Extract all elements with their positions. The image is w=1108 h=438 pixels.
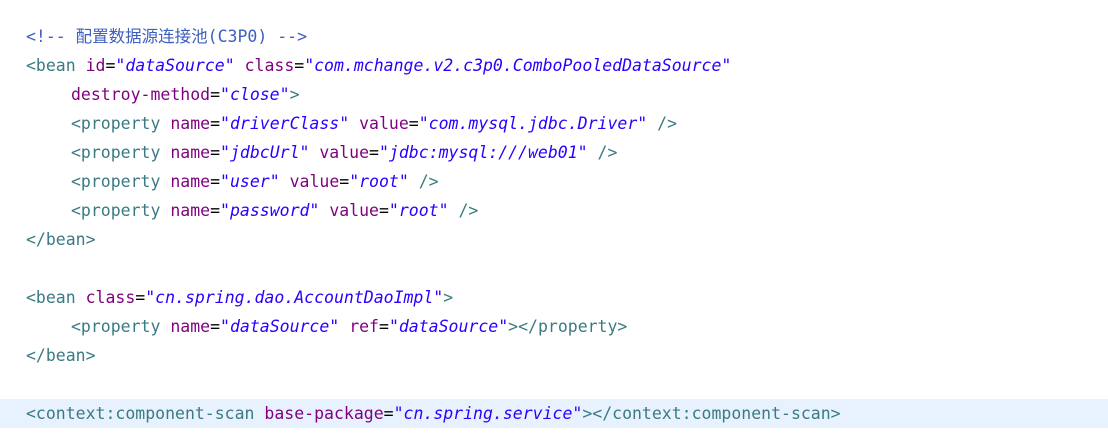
tag-close: /> — [418, 172, 439, 191]
tag-open: <property — [71, 201, 161, 220]
equals-sign: = — [408, 114, 419, 133]
code-line-13[interactable] — [0, 370, 1108, 399]
code-line-8[interactable]: </bean> — [0, 225, 1108, 254]
attr-name: name — [170, 143, 211, 162]
attr-value: "jdbc:mysql:///web01" — [378, 143, 588, 162]
attr-name: name — [170, 201, 211, 220]
code-line-14-current[interactable]: <context:component-scan base-package="cn… — [0, 399, 1108, 428]
attr-name: class — [85, 288, 136, 307]
attr-name: value — [329, 201, 379, 220]
code-line-6[interactable]: <property name="user" value="root" /> — [0, 167, 1108, 196]
equals-sign: = — [210, 143, 221, 162]
attr-value: "password" — [220, 201, 320, 220]
attr-value: "user" — [220, 172, 280, 191]
equals-sign: = — [210, 172, 221, 191]
attr-value: "jdbcUrl" — [220, 143, 310, 162]
attr-name: base-package — [264, 404, 384, 423]
equals-sign: = — [105, 56, 116, 75]
code-line-11[interactable]: <property name="dataSource" ref="dataSou… — [0, 312, 1108, 341]
equals-sign: = — [210, 317, 221, 336]
code-line-9[interactable] — [0, 254, 1108, 283]
code-area[interactable]: <!-- 配置数据源连接池(C3P0) --> <bean id="dataSo… — [0, 22, 1108, 428]
attr-value: "dataSource" — [388, 317, 509, 336]
code-line-4[interactable]: <property name="driverClass" value="com.… — [0, 109, 1108, 138]
attr-value: "com.mchange.v2.c3p0.ComboPooledDataSour… — [304, 56, 732, 75]
tag-close: > — [289, 85, 300, 104]
tag-close: ></property> — [508, 317, 628, 336]
xml-comment: <!-- 配置数据源连接池(C3P0) --> — [26, 27, 308, 46]
equals-sign: = — [339, 172, 350, 191]
equals-sign: = — [135, 288, 146, 307]
tag-open: <property — [71, 317, 161, 336]
attr-value: "root" — [349, 172, 409, 191]
attr-value: "dataSource" — [115, 56, 235, 75]
tag-open: <bean — [26, 56, 76, 75]
tag-close: /> — [597, 143, 618, 162]
tag-open: <context:component-scan — [26, 404, 255, 423]
code-line-12[interactable]: </bean> — [0, 341, 1108, 370]
tag-open: <property — [71, 143, 161, 162]
tag-open: <bean — [26, 288, 76, 307]
equals-sign: = — [210, 114, 221, 133]
code-line-2[interactable]: <bean id="dataSource" class="com.mchange… — [0, 51, 1108, 80]
tag-end: </bean> — [26, 346, 96, 365]
attr-name: id — [85, 56, 106, 75]
equals-sign: = — [294, 56, 305, 75]
attr-value: "com.mysql.jdbc.Driver" — [418, 114, 648, 133]
equals-sign: = — [369, 143, 379, 162]
code-line-5[interactable]: <property name="jdbcUrl" value="jdbc:mys… — [0, 138, 1108, 167]
equals-sign: = — [383, 404, 394, 423]
attr-value: "cn.spring.service" — [393, 404, 583, 423]
tag-close: /> — [458, 201, 479, 220]
tag-open: <property — [71, 172, 161, 191]
attr-name: name — [170, 317, 211, 336]
tag-open: <property — [71, 114, 161, 133]
attr-name: name — [170, 114, 211, 133]
code-line-3[interactable]: destroy-method="close"> — [0, 80, 1108, 109]
equals-sign: = — [210, 201, 221, 220]
code-line-1[interactable]: <!-- 配置数据源连接池(C3P0) --> — [0, 22, 1108, 51]
equals-sign: = — [379, 317, 389, 336]
attr-name: value — [319, 143, 370, 162]
attr-name: name — [170, 172, 211, 191]
attr-value: "close" — [220, 85, 290, 104]
equals-sign: = — [210, 85, 221, 104]
attr-value: "cn.spring.dao.AccountDaoImpl" — [145, 288, 444, 307]
attr-name: ref — [349, 317, 379, 336]
code-line-10[interactable]: <bean class="cn.spring.dao.AccountDaoImp… — [0, 283, 1108, 312]
equals-sign: = — [378, 201, 389, 220]
attr-name: destroy-method — [71, 85, 211, 104]
attr-name: class — [244, 56, 295, 75]
attr-value: "driverClass" — [220, 114, 350, 133]
attr-name: value — [359, 114, 409, 133]
tag-close: ></context:component-scan> — [582, 404, 841, 423]
attr-name: value — [289, 172, 340, 191]
tag-end: </bean> — [26, 230, 96, 249]
attr-value: "root" — [388, 201, 449, 220]
attr-value: "dataSource" — [220, 317, 340, 336]
code-line-7[interactable]: <property name="password" value="root" /… — [0, 196, 1108, 225]
tag-close: > — [443, 288, 454, 307]
tag-close: /> — [657, 114, 678, 133]
